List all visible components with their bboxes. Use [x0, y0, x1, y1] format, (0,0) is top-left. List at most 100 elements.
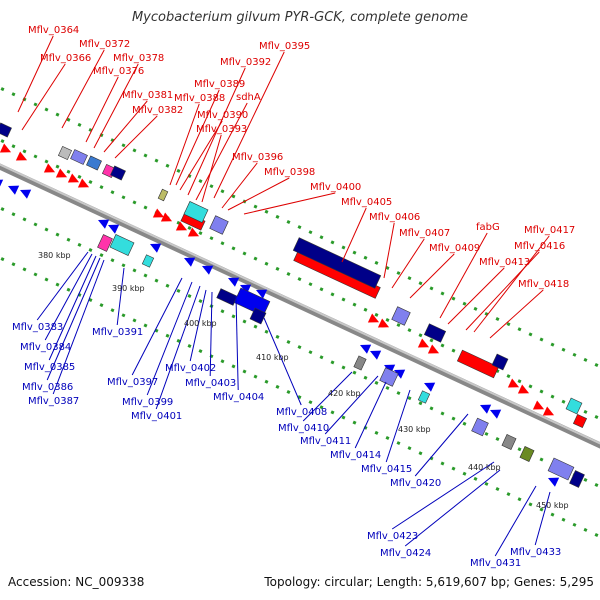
tick-mark-row2 [176, 288, 181, 293]
genome-backbone-highlight [0, 163, 600, 445]
tick-mark-row1 [407, 328, 412, 333]
forward-cds-arrow [532, 400, 545, 410]
tick-mark-row0 [165, 163, 170, 168]
tick-mark-row0 [275, 214, 280, 219]
tick-mark-row1 [440, 343, 445, 348]
leader-line [187, 67, 246, 196]
tick-mark-row2 [418, 401, 423, 406]
tick-mark-row3 [11, 262, 16, 267]
tick-mark-row1 [253, 256, 258, 261]
tick-mark-row2 [44, 227, 49, 232]
gene-label: Mflv_0383 [12, 322, 63, 333]
gene-label: Mflv_0431 [470, 558, 521, 569]
reverse-cds-arrow [228, 277, 240, 287]
tick-mark-row1 [264, 261, 269, 266]
gene-label: Mflv_0405 [341, 197, 392, 208]
features-layer [0, 122, 588, 488]
tick-mark-row2 [539, 457, 544, 462]
tick-mark-row2 [110, 258, 115, 263]
tick-mark-row3 [473, 476, 478, 481]
scale-label: 390 kbp [112, 284, 145, 293]
gene-label: Mflv_0364 [28, 25, 79, 36]
tick-mark-row0 [473, 306, 478, 311]
tick-mark-row0 [440, 291, 445, 296]
gene-label: Mflv_0392 [220, 57, 271, 68]
forward-cds-arrow [542, 406, 555, 416]
tick-mark-row0 [407, 276, 412, 281]
gene-label: Mflv_0408 [276, 407, 327, 418]
forward-cds-arrow [55, 168, 68, 178]
gene-label: Mflv_0387 [28, 396, 79, 407]
tick-mark-row0 [572, 352, 577, 357]
gene-block-magenta [97, 234, 113, 252]
tick-mark-row0 [451, 296, 456, 301]
tick-mark-row2 [286, 339, 291, 344]
leader-line [85, 76, 119, 143]
gene-label: Mflv_0415 [361, 464, 412, 475]
gene-label: Mflv_0376 [93, 66, 144, 77]
gene-label: fabG [476, 222, 500, 233]
tick-mark-row1 [363, 307, 368, 312]
tick-mark-row3 [517, 497, 522, 502]
forward-cds-arrow [427, 344, 440, 354]
tick-mark-row3 [352, 420, 357, 425]
tick-mark-row2 [396, 391, 401, 396]
tick-mark-row3 [506, 492, 511, 497]
reverse-cds-arrow [98, 219, 110, 229]
tick-mark-row1 [583, 409, 588, 414]
tick-mark-row1 [22, 149, 27, 154]
tick-mark-row2 [22, 217, 27, 222]
tick-mark-row0 [517, 327, 522, 332]
reverse-cds-arrow [150, 243, 162, 253]
tick-mark-row2 [308, 350, 313, 355]
tick-mark-row3 [341, 415, 346, 420]
leader-line [52, 259, 105, 395]
leader-line [61, 49, 105, 129]
tick-mark-row2 [198, 299, 203, 304]
tick-mark-row1 [121, 195, 126, 200]
leader-lines-layer [17, 35, 551, 557]
tick-mark-row1 [539, 389, 544, 394]
tick-mark-row1 [88, 179, 93, 184]
leader-line [48, 255, 97, 361]
gene-block-cyan [109, 234, 135, 256]
gene-block-navy [110, 165, 126, 181]
tick-mark-row2 [462, 421, 467, 426]
leader-line [235, 295, 239, 391]
tick-mark-row2 [220, 309, 225, 314]
tick-mark-row1 [374, 312, 379, 317]
tick-mark-row2 [385, 385, 390, 390]
tick-mark-row1 [418, 333, 423, 338]
tick-mark-row3 [44, 277, 49, 282]
tick-mark-row3 [407, 446, 412, 451]
genome-summary-text: Topology: circular; Length: 5,619,607 bp… [264, 575, 594, 589]
tick-mark-row3 [0, 257, 5, 262]
gene-block-navy [569, 470, 585, 488]
gene-label: Mflv_0397 [107, 377, 158, 388]
tick-mark-row2 [407, 396, 412, 401]
gene-label: Mflv_0406 [369, 212, 420, 223]
tick-mark-row0 [231, 194, 236, 199]
leader-line [409, 253, 455, 299]
tick-mark-row0 [550, 342, 555, 347]
forward-cds-arrow [377, 318, 390, 328]
tick-mark-row3 [275, 384, 280, 389]
tick-mark-row1 [44, 159, 49, 164]
tick-mark-row1 [451, 348, 456, 353]
genome-backbone [0, 163, 600, 449]
scale-label: 430 kbp [398, 425, 431, 434]
gene-block-gray [501, 434, 517, 450]
forward-cds-arrow [507, 378, 520, 388]
gene-label: Mflv_0401 [131, 411, 182, 422]
leader-line [534, 491, 551, 546]
reverse-cds-arrow [480, 404, 492, 414]
tick-mark-row0 [319, 235, 324, 240]
leader-line [302, 371, 353, 422]
tick-mark-row2 [594, 483, 599, 488]
leader-line [201, 134, 222, 203]
gene-block-periwinkle [209, 215, 229, 235]
gene-label: Mflv_0393 [196, 124, 247, 135]
tick-mark-row3 [539, 507, 544, 512]
tick-mark-row0 [374, 260, 379, 265]
